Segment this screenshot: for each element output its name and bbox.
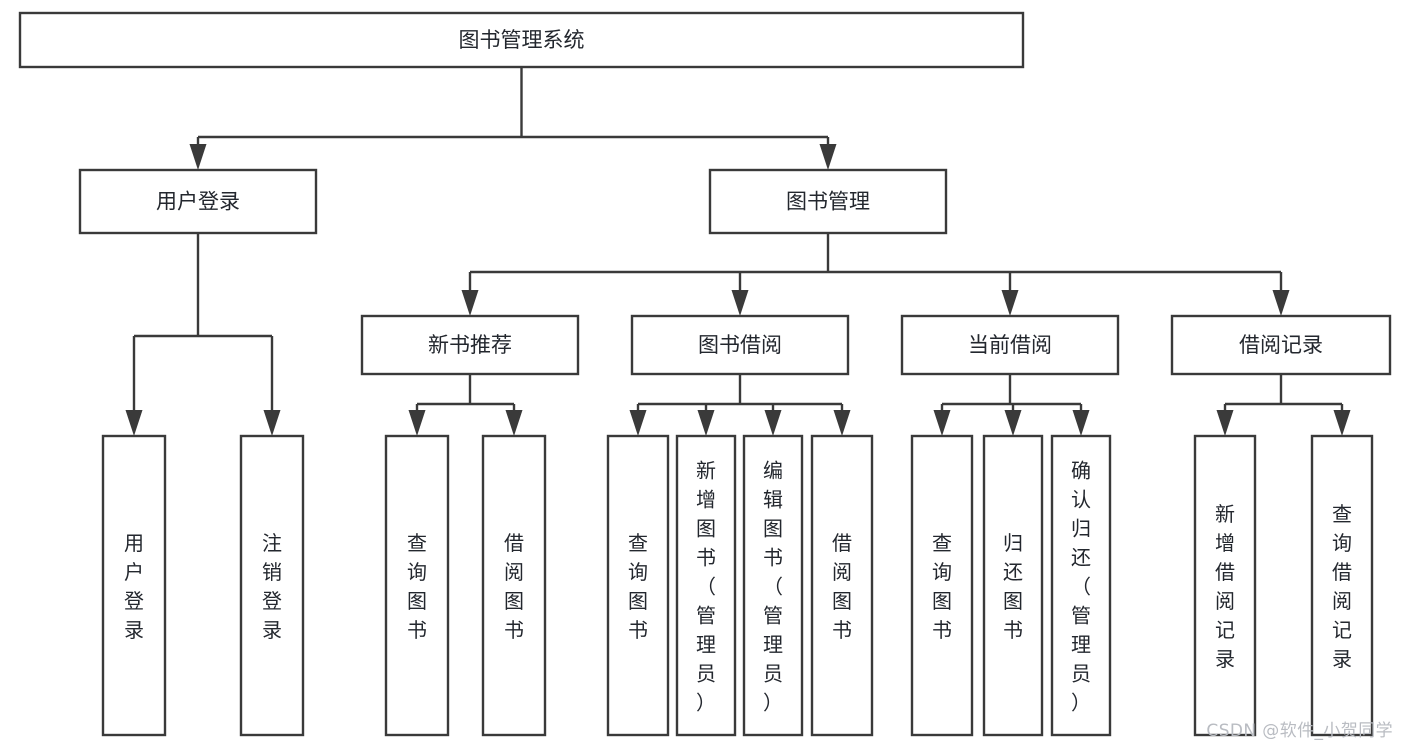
node-root[interactable]: 图书管理系统 [18, 11, 1025, 69]
node-current-borrow[interactable]: 当前借阅 [900, 314, 1120, 376]
node-label-leaf-query-book-1: 查询图书 [407, 531, 427, 642]
node-leaf-query-book-1[interactable]: 查询图书 [384, 434, 450, 737]
node-box-leaf-query-book-1[interactable] [384, 434, 450, 737]
node-label-borrow-record: 借阅记录 [1239, 333, 1323, 357]
node-box-leaf-user-logout[interactable] [239, 434, 305, 737]
node-label-leaf-query-record: 查询借阅记录 [1332, 502, 1352, 671]
connector-layer [125, 67, 1351, 436]
node-leaf-query-book-3[interactable]: 查询图书 [910, 434, 974, 737]
node-label-book-manage: 图书管理 [786, 190, 870, 214]
node-leaf-confirm-return[interactable]: 确认归还（管理员） [1050, 434, 1112, 737]
node-box-leaf-confirm-return[interactable] [1050, 434, 1112, 737]
node-label-new-book-rec: 新书推荐 [428, 333, 512, 357]
node-box-leaf-query-book-2[interactable] [606, 434, 670, 737]
node-box-user-login[interactable] [78, 168, 318, 235]
node-box-leaf-borrow-book-1[interactable] [481, 434, 547, 737]
node-label-leaf-add-record: 新增借阅记录 [1215, 502, 1235, 671]
node-label-leaf-borrow-book-1: 借阅图书 [504, 531, 524, 642]
node-leaf-user-logout[interactable]: 注销登录 [239, 434, 305, 737]
node-leaf-return-book[interactable]: 归还图书 [982, 434, 1044, 737]
node-box-leaf-query-book-3[interactable] [910, 434, 974, 737]
node-box-leaf-add-record[interactable] [1193, 434, 1257, 737]
node-layer: 图书管理系统用户登录图书管理新书推荐图书借阅当前借阅借阅记录用户登录注销登录查询… [18, 11, 1392, 737]
connector-group [408, 374, 523, 436]
connector-group [125, 233, 281, 436]
node-label-user-login: 用户登录 [156, 190, 240, 214]
node-box-leaf-borrow-book-2[interactable] [810, 434, 874, 737]
node-label-leaf-query-book-2: 查询图书 [628, 531, 648, 642]
node-label-leaf-borrow-book-2: 借阅图书 [832, 531, 852, 642]
node-leaf-add-book[interactable]: 新增图书（管理员） [675, 434, 737, 737]
node-label-leaf-add-book: 新增图书（管理员） [696, 459, 716, 715]
connector-group [933, 374, 1090, 436]
node-leaf-user-login[interactable]: 用户登录 [101, 434, 167, 737]
node-box-book-manage[interactable] [708, 168, 948, 235]
node-book-borrow[interactable]: 图书借阅 [630, 314, 850, 376]
node-box-leaf-user-login[interactable] [101, 434, 167, 737]
node-box-root[interactable] [18, 11, 1025, 69]
connector-group [1216, 374, 1351, 436]
connector-group [629, 374, 851, 436]
node-label-leaf-user-login: 用户登录 [124, 531, 144, 642]
node-box-new-book-rec[interactable] [360, 314, 580, 376]
node-box-leaf-return-book[interactable] [982, 434, 1044, 737]
node-label-leaf-confirm-return: 确认归还（管理员） [1071, 459, 1091, 715]
node-box-leaf-add-book[interactable] [675, 434, 737, 737]
node-label-book-borrow: 图书借阅 [698, 333, 782, 357]
node-leaf-add-record[interactable]: 新增借阅记录 [1193, 434, 1257, 737]
node-label-leaf-return-book: 归还图书 [1003, 531, 1023, 642]
node-new-book-rec[interactable]: 新书推荐 [360, 314, 580, 376]
node-label-current-borrow: 当前借阅 [968, 333, 1052, 357]
node-leaf-borrow-book-2[interactable]: 借阅图书 [810, 434, 874, 737]
node-label-root: 图书管理系统 [459, 28, 585, 52]
connector-group [189, 67, 837, 170]
node-box-current-borrow[interactable] [900, 314, 1120, 376]
node-leaf-query-record[interactable]: 查询借阅记录 [1310, 434, 1374, 737]
node-box-leaf-query-record[interactable] [1310, 434, 1374, 737]
node-label-leaf-query-book-3: 查询图书 [932, 531, 952, 642]
node-box-leaf-edit-book[interactable] [742, 434, 804, 737]
node-leaf-borrow-book-1[interactable]: 借阅图书 [481, 434, 547, 737]
node-borrow-record[interactable]: 借阅记录 [1170, 314, 1392, 376]
node-user-login[interactable]: 用户登录 [78, 168, 318, 235]
node-book-manage[interactable]: 图书管理 [708, 168, 948, 235]
node-box-book-borrow[interactable] [630, 314, 850, 376]
node-leaf-query-book-2[interactable]: 查询图书 [606, 434, 670, 737]
node-label-leaf-user-logout: 注销登录 [262, 531, 282, 642]
csdn-watermark: CSDN @软件_小贺同学 [1206, 721, 1393, 741]
node-box-borrow-record[interactable] [1170, 314, 1392, 376]
node-leaf-edit-book[interactable]: 编辑图书（管理员） [742, 434, 804, 737]
node-label-leaf-edit-book: 编辑图书（管理员） [763, 459, 783, 715]
connector-group [461, 233, 1290, 316]
